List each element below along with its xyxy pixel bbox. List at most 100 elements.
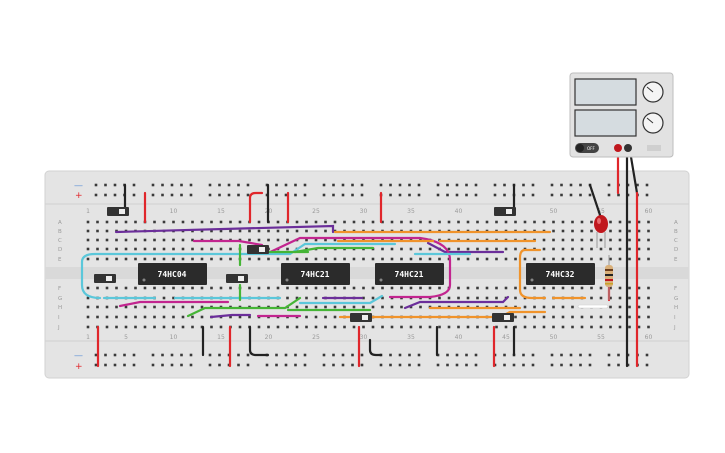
breadboard-hole[interactable] xyxy=(389,363,392,367)
breadboard-hole[interactable] xyxy=(590,247,593,251)
breadboard-hole[interactable] xyxy=(191,325,194,329)
breadboard-hole[interactable] xyxy=(303,193,307,197)
breadboard-hole[interactable] xyxy=(161,363,164,367)
breadboard-hole[interactable] xyxy=(191,315,194,319)
breadboard-hole[interactable] xyxy=(246,183,250,187)
breadboard-hole[interactable] xyxy=(476,220,479,224)
breadboard-hole[interactable] xyxy=(466,325,470,329)
breadboard-hole[interactable] xyxy=(590,325,593,329)
breadboard-hole[interactable] xyxy=(295,229,299,233)
breadboard-hole[interactable] xyxy=(294,363,297,367)
breadboard-hole[interactable] xyxy=(246,353,250,357)
breadboard-hole[interactable] xyxy=(248,229,251,233)
breadboard-hole[interactable] xyxy=(143,315,147,319)
breadboard-hole[interactable] xyxy=(531,193,535,197)
breadboard-hole[interactable] xyxy=(352,325,356,329)
breadboard-hole[interactable] xyxy=(542,286,546,290)
breadboard-hole[interactable] xyxy=(618,296,622,300)
breadboard-hole[interactable] xyxy=(276,257,280,261)
breadboard-hole[interactable] xyxy=(314,257,318,261)
breadboard-hole[interactable] xyxy=(636,183,639,187)
breadboard-hole[interactable] xyxy=(457,247,460,251)
breadboard-hole[interactable] xyxy=(105,257,109,261)
breadboard-hole[interactable] xyxy=(590,315,593,319)
breadboard-hole[interactable] xyxy=(134,315,137,319)
breadboard-hole[interactable] xyxy=(180,353,183,357)
breadboard-hole[interactable] xyxy=(181,220,185,224)
breadboard-hole[interactable] xyxy=(390,305,394,309)
breadboard-hole[interactable] xyxy=(409,247,413,251)
black-wire[interactable] xyxy=(368,338,383,357)
breadboard-hole[interactable] xyxy=(495,257,498,261)
breadboard-hole[interactable] xyxy=(153,220,156,224)
breadboard-hole[interactable] xyxy=(294,183,297,187)
breadboard-hole[interactable] xyxy=(294,193,297,197)
breadboard-hole[interactable] xyxy=(398,363,402,367)
breadboard-hole[interactable] xyxy=(210,325,213,329)
breadboard-hole[interactable] xyxy=(219,257,223,261)
breadboard-hole[interactable] xyxy=(200,286,204,290)
white-wire[interactable] xyxy=(577,304,609,309)
breadboard-hole[interactable] xyxy=(561,229,565,233)
breadboard-hole[interactable] xyxy=(550,363,554,367)
breadboard-hole[interactable] xyxy=(533,257,536,261)
breadboard-hole[interactable] xyxy=(552,305,555,309)
breadboard-hole[interactable] xyxy=(237,353,240,357)
breadboard-hole[interactable] xyxy=(628,238,631,242)
breadboard-hole[interactable] xyxy=(609,296,612,300)
breadboard-hole[interactable] xyxy=(550,193,554,197)
breadboard-hole[interactable] xyxy=(191,220,194,224)
breadboard-hole[interactable] xyxy=(115,220,118,224)
breadboard-hole[interactable] xyxy=(134,238,137,242)
breadboard-hole[interactable] xyxy=(580,238,584,242)
breadboard-hole[interactable] xyxy=(561,325,565,329)
breadboard-hole[interactable] xyxy=(151,363,155,367)
breadboard-hole[interactable] xyxy=(455,183,459,187)
breadboard-hole[interactable] xyxy=(86,305,90,309)
breadboard-hole[interactable] xyxy=(324,315,327,319)
slide-switch[interactable] xyxy=(350,313,372,322)
breadboard-hole[interactable] xyxy=(617,353,620,357)
breadboard-hole[interactable] xyxy=(428,247,432,251)
negative-terminal[interactable] xyxy=(624,144,632,152)
breadboard-hole[interactable] xyxy=(419,257,422,261)
breadboard-hole[interactable] xyxy=(248,238,251,242)
breadboard-hole[interactable] xyxy=(333,238,337,242)
breadboard-hole[interactable] xyxy=(428,220,432,224)
breadboard-hole[interactable] xyxy=(305,257,308,261)
breadboard-hole[interactable] xyxy=(238,220,242,224)
breadboard-hole[interactable] xyxy=(275,353,278,357)
breadboard-hole[interactable] xyxy=(523,315,527,319)
breadboard-hole[interactable] xyxy=(371,325,375,329)
breadboard-hole[interactable] xyxy=(172,257,175,261)
breadboard-hole[interactable] xyxy=(409,305,413,309)
breadboard-hole[interactable] xyxy=(552,257,555,261)
breadboard-hole[interactable] xyxy=(571,247,574,251)
breadboard-hole[interactable] xyxy=(105,238,109,242)
breadboard-hole[interactable] xyxy=(314,305,318,309)
breadboard-hole[interactable] xyxy=(153,305,156,309)
breadboard-hole[interactable] xyxy=(162,220,166,224)
breadboard-hole[interactable] xyxy=(523,220,527,224)
breadboard-hole[interactable] xyxy=(134,247,137,251)
breadboard-hole[interactable] xyxy=(504,257,508,261)
breadboard-hole[interactable] xyxy=(105,305,109,309)
breadboard-hole[interactable] xyxy=(172,305,175,309)
breadboard-hole[interactable] xyxy=(514,286,517,290)
breadboard-hole[interactable] xyxy=(599,325,603,329)
breadboard-hole[interactable] xyxy=(132,363,136,367)
breadboard-hole[interactable] xyxy=(161,193,164,197)
breadboard-hole[interactable] xyxy=(390,286,394,290)
breadboard-hole[interactable] xyxy=(446,183,449,187)
breadboard-hole[interactable] xyxy=(305,286,308,290)
breadboard-hole[interactable] xyxy=(446,193,449,197)
breadboard-hole[interactable] xyxy=(580,220,584,224)
breadboard-hole[interactable] xyxy=(571,238,574,242)
green-wire[interactable] xyxy=(186,296,302,318)
breadboard-hole[interactable] xyxy=(504,286,508,290)
breadboard-hole[interactable] xyxy=(542,325,546,329)
breadboard-hole[interactable] xyxy=(303,353,307,357)
breadboard-hole[interactable] xyxy=(447,220,451,224)
breadboard-hole[interactable] xyxy=(618,220,622,224)
breadboard-hole[interactable] xyxy=(381,296,384,300)
